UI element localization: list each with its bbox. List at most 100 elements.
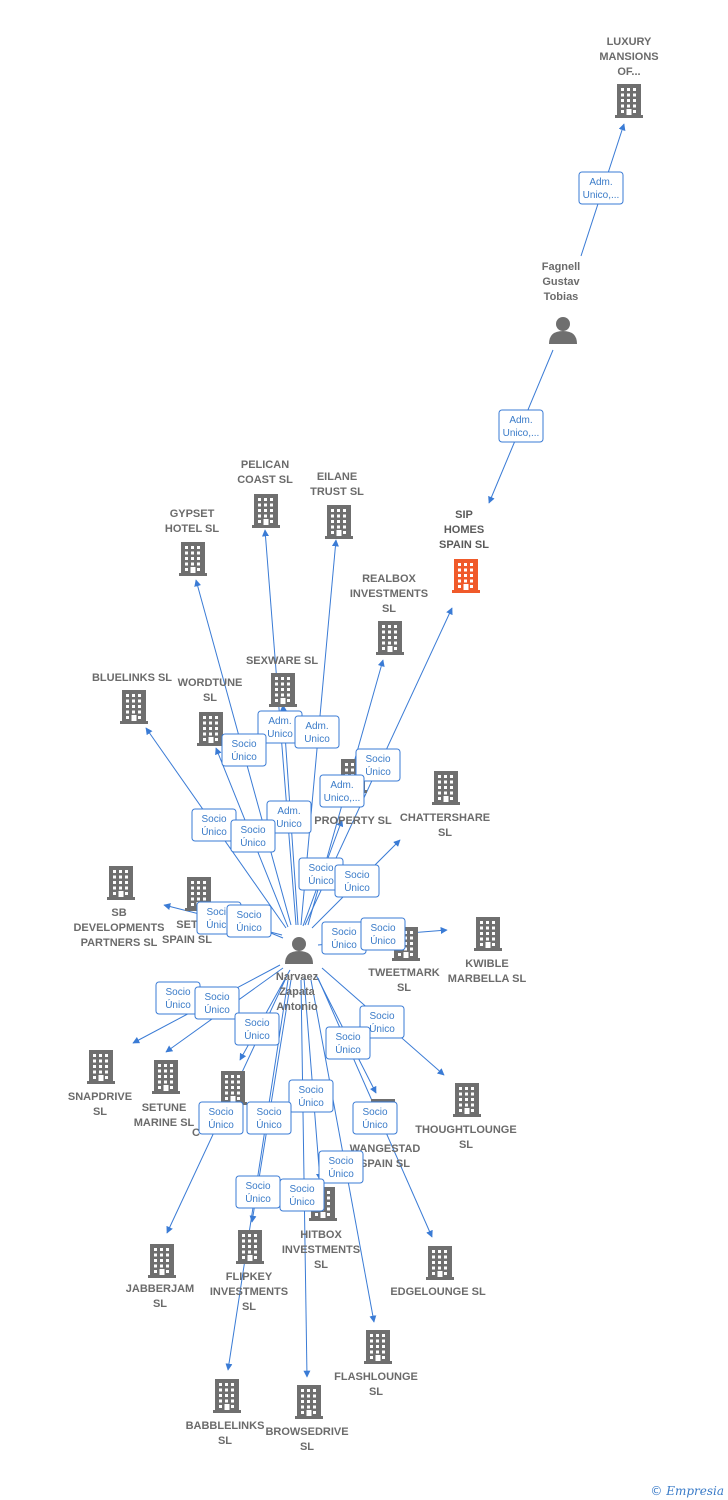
relation-badge[interactable]: Adm.Unico <box>257 710 303 744</box>
node-label: SL <box>242 1301 256 1313</box>
badge-text: Socio <box>362 1107 387 1118</box>
node-edgelounge[interactable]: EDGELOUNGE SL <box>390 1246 486 1298</box>
node-label: SEXWARE SL <box>246 655 318 667</box>
node-label: SB <box>111 907 126 919</box>
badge-text: Único <box>362 1118 388 1131</box>
badge-text: Socio <box>369 1011 394 1022</box>
building-icon <box>107 866 135 900</box>
badge-text: Adm. <box>330 780 353 791</box>
badge-text: Único <box>231 750 257 763</box>
node-label: Antonio <box>276 1001 318 1013</box>
relation-badge[interactable]: Adm. Unico,... <box>319 774 365 808</box>
building-icon <box>152 1060 180 1094</box>
building-icon <box>236 1230 264 1264</box>
relation-badge[interactable]: Adm. Unico <box>294 715 340 749</box>
badge-text: Socio <box>298 1085 323 1096</box>
badge-box <box>318 1150 364 1184</box>
node-label: CHATTERSHARE <box>400 812 490 824</box>
node-luxury[interactable]: LUXURYMANSIONSOF... <box>599 36 659 118</box>
building-icon <box>376 621 404 655</box>
node-label: COAST SL <box>237 474 293 486</box>
badge-box <box>294 715 340 749</box>
node-label: SL <box>203 692 217 704</box>
copyright-icon: © <box>650 1484 663 1498</box>
badge-text: Único <box>370 934 396 947</box>
relation-badge[interactable]: Adm.Unico,... <box>578 171 624 205</box>
badge-box <box>226 904 272 938</box>
node-label: SL <box>369 1386 383 1398</box>
node-label: SL <box>382 603 396 615</box>
node-label: SPAIN SL <box>439 539 489 551</box>
node-wordtune[interactable]: WORDTUNE SL <box>178 677 243 746</box>
building-icon <box>252 494 280 528</box>
badge-box <box>325 1026 371 1060</box>
node-label: BLUELINKS SL <box>92 672 172 684</box>
relation-badge[interactable]: Adm.Unico,... <box>498 409 544 443</box>
node-label: DEVELOPMENTS <box>73 922 164 934</box>
building-icon <box>120 690 148 724</box>
badge-text: Socio <box>365 754 390 765</box>
node-hidden1[interactable]: C <box>192 1071 247 1139</box>
node-label: Gustav <box>542 276 580 288</box>
node-label: SL <box>459 1139 473 1151</box>
relation-badge[interactable]: Adm.Unico <box>266 800 312 834</box>
badge-box <box>578 171 624 205</box>
node-label: GYPSET <box>170 508 215 520</box>
node-label: SET <box>176 919 198 931</box>
badge-text: Adm. <box>305 721 328 732</box>
badge-box <box>279 1178 325 1212</box>
badge-text: Unico,... <box>324 793 361 804</box>
node-label: MARINE SL <box>134 1117 195 1129</box>
badge-text: Socio <box>335 1032 360 1043</box>
badge-text: Socio <box>231 739 256 750</box>
node-chattershare[interactable]: CHATTERSHARE SL <box>400 771 490 839</box>
badge-text: Unico <box>304 734 330 745</box>
node-label: EILANE <box>317 471 357 483</box>
building-icon <box>269 673 297 707</box>
node-bluelinks[interactable]: BLUELINKS SL <box>92 672 172 724</box>
node-label: SL <box>438 827 452 839</box>
node-label: WORDTUNE <box>178 677 243 689</box>
footer-brand[interactable]: © Empresia <box>650 1484 724 1498</box>
node-sexware[interactable]: SEXWARE SL <box>246 655 318 707</box>
